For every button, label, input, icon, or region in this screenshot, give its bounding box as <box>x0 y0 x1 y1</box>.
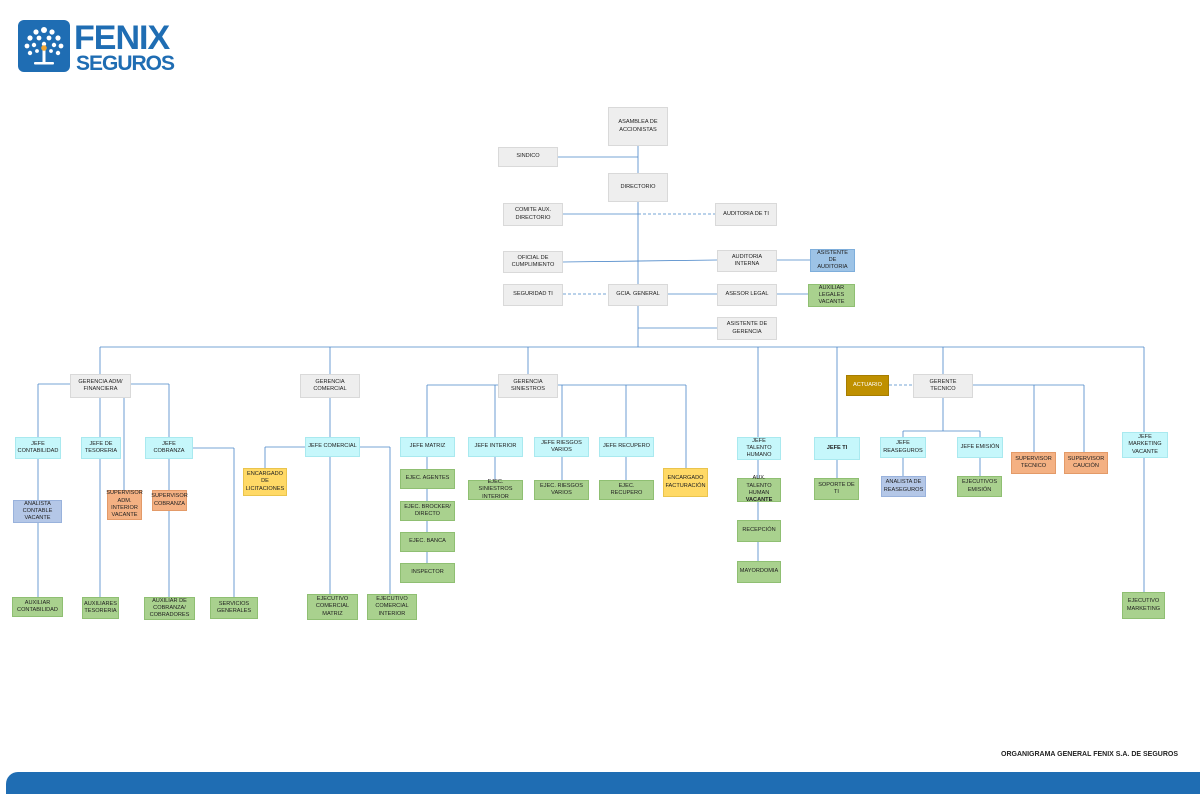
node-supervisor-adm: SUPERVISOR ADM. INTERIOR VACANTE <box>106 490 143 520</box>
node-ejecutivos-emision: EJECUTIVOS EMISIÓN <box>957 476 1002 497</box>
node-ejecutivo-interior: EJECUTIVO COMERCIAL INTERIOR <box>367 594 417 620</box>
node-jefe-marketing: JEFE MARKETING VACANTE <box>1122 432 1168 458</box>
node-oficial-cumplimiento: OFICIAL DE CUMPLIMIENTO <box>503 251 563 273</box>
tree-logo-icon <box>18 20 70 72</box>
footer-bar <box>6 772 1200 794</box>
node-analista-reaseguros: ANALISTA DE REASEGUROS <box>881 476 926 497</box>
node-actuario: ACTUARIO <box>846 375 889 396</box>
node-auditoria-ti: AUDITORIA DE TI <box>715 203 777 226</box>
node-jefe-riesgos: JEFE RIESGOS VARIOS <box>534 437 589 457</box>
node-auditoria-interna: AUDITORIA INTERNA <box>717 250 777 272</box>
node-jefe-matriz: JEFE MATRIZ <box>400 437 455 457</box>
node-ejec-riesgos: EJEC. RIESGOS VARIOS <box>534 480 589 500</box>
node-directorio: DIRECTORIO <box>608 173 668 202</box>
logo-word-fenix: FENIX <box>74 19 170 57</box>
node-aux-talento: AUX. TALENTO HUMAN VACANTE <box>737 475 781 504</box>
node-ejec-recupero: EJEC. RECUPERO <box>599 480 654 500</box>
node-recepcion: RECEPCIÓN <box>737 520 781 542</box>
node-jefe-talento: JEFE TALENTO HUMANO <box>737 437 781 460</box>
fenix-seguros-logo: FENIX SEGUROS <box>18 20 186 76</box>
node-auxiliar-legales: AUXILIAR LEGALES VACANTE <box>808 284 855 307</box>
node-auxiliares-tesoreria: AUXILIARES TESORERIA <box>82 597 119 619</box>
node-jefe-recupero: JEFE RECUPERO <box>599 437 654 457</box>
node-asamblea: ASAMBLEA DE ACCIONISTAS <box>608 107 668 146</box>
node-auxiliar-cobranza: AUXILIAR DE COBRANZA/ COBRADORES <box>144 597 195 620</box>
node-asistente-auditoria: ASISTENTE DE AUDITORIA <box>810 249 855 272</box>
node-jefe-ti: JEFE TI <box>814 437 860 460</box>
node-ejec-banca: EJEC. BANCA <box>400 532 455 552</box>
node-gerencia-comercial: GERENCIA COMERCIAL <box>300 374 360 398</box>
node-jefe-cobranza: JEFE COBRANZA <box>145 437 193 459</box>
node-ejec-siniestros-interior: EJEC. SINIESTROS INTERIOR <box>468 479 523 500</box>
node-jefe-interior: JEFE INTERIOR <box>468 437 523 457</box>
node-jefe-tesoreria: JEFE DE TESORERIA <box>81 437 121 459</box>
node-asistente-gerencia: ASISTENTE DE GERENCIA <box>717 317 777 340</box>
node-jefe-emision: JEFE EMISIÓN <box>957 437 1003 458</box>
node-supervisor-tecnico: SUPERVISOR TECNICO <box>1011 452 1056 474</box>
node-jefe-reaseguros: JEFE REASEGUROS <box>880 437 926 458</box>
node-ejecutivo-marketing: EJECUTIVO MARKETING <box>1122 592 1165 619</box>
node-gcia-general: GCIA. GENERAL <box>608 284 668 306</box>
node-analista-contable: ANALISTA CONTABLE VACANTE <box>13 500 62 523</box>
node-encargado-licitaciones: ENCARGADO DE LICITACIONES <box>243 468 287 496</box>
org-chart-caption: ORGANIGRAMA GENERAL FENIX S.A. DE SEGURO… <box>1001 751 1178 758</box>
node-servicios-generales: SERVICIOS GENERALES <box>210 597 258 619</box>
aux-talento-label: AUX. TALENTO HUMAN <box>746 475 772 496</box>
node-soporte-ti: SOPORTE DE TI <box>814 478 859 500</box>
node-asesor-legal: ASESOR LEGAL <box>717 284 777 306</box>
node-auxiliar-contabilidad: AUXILIAR CONTABILIDAD <box>12 597 63 617</box>
node-encargado-facturacion: ENCARGADO FACTURACIÓN <box>663 468 708 497</box>
node-jefe-comercial: JEFE COMERCIAL <box>305 437 360 457</box>
node-seguridad-ti: SEGURIDAD TI <box>503 284 563 306</box>
node-sindico: SINDICO <box>498 147 558 167</box>
node-comite-aux: COMITE AUX. DIRECTORIO <box>503 203 563 226</box>
node-gerencia-adm: GERENCIA ADM/ FINANCIERA <box>70 374 131 398</box>
node-mayordomia: MAYORDOMIA <box>737 561 781 583</box>
node-supervisor-cobranza: SUPERVISOR COBRANZA <box>151 490 188 511</box>
node-gerente-tecnico: GERENTE TECNICO <box>913 374 973 398</box>
node-supervisor-caucion: SUPERVISOR CAUCIÓN <box>1064 452 1108 474</box>
node-ejec-brocker: EJEC. BROCKER/ DIRECTO <box>400 501 455 521</box>
node-inspector: INSPECTOR <box>400 563 455 583</box>
node-ejecutivo-matriz: EJECUTIVO COMERCIAL MATRIZ <box>307 594 358 620</box>
node-gerencia-siniestros: GERENCIA SINIESTROS <box>498 374 558 398</box>
aux-talento-vacante: VACANTE <box>745 497 773 504</box>
logo-word-seguros: SEGUROS <box>76 52 175 75</box>
node-ejec-agentes: EJEC. AGENTES <box>400 469 455 489</box>
node-jefe-contabilidad: JEFE CONTABILIDAD <box>15 437 61 459</box>
